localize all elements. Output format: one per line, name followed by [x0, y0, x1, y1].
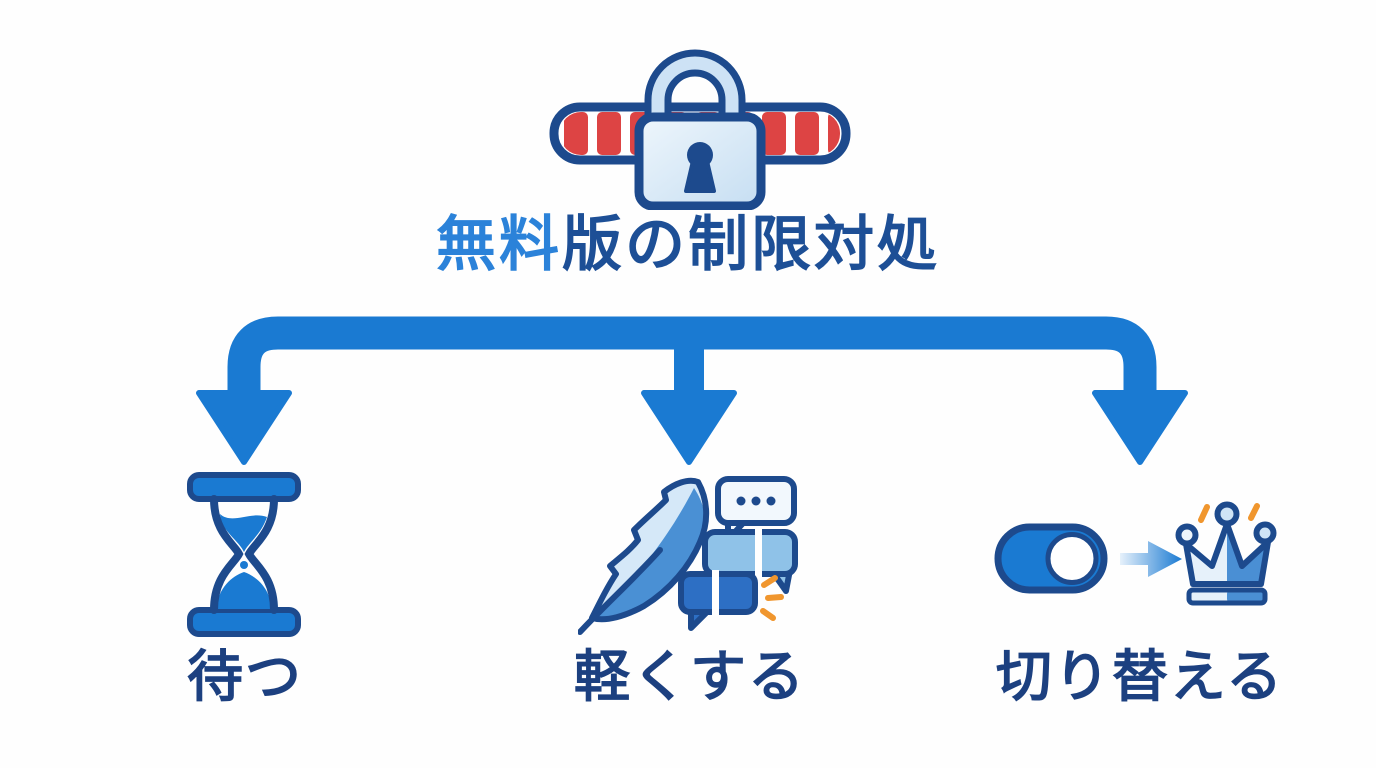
hourglass-icon: [187, 472, 301, 637]
branch-connector-arrows: [196, 316, 1188, 465]
crown-icon: [1175, 501, 1277, 606]
title-highlight: 無料: [436, 211, 562, 278]
emphasis-dashes: [760, 575, 784, 621]
lock-progress-icon: [549, 49, 851, 210]
page-title: 無料版の制限対処: [0, 212, 1376, 278]
feather-quill: [578, 477, 710, 635]
arrowhead-middle: [641, 390, 737, 465]
sparkle-dashes: [1198, 503, 1260, 523]
branch-label-switch: 切り替える: [995, 645, 1285, 708]
feather-chat-bubbles-icon: [578, 476, 798, 635]
arrowhead-right: [1092, 390, 1188, 465]
keyhole-icon: [684, 142, 716, 193]
branch-label-lighten: 軽くする: [574, 645, 806, 708]
chat-bubble-light: [702, 528, 798, 594]
toggle-switch-icon: [994, 523, 1108, 594]
chat-bubble-dark: [678, 570, 758, 631]
toggle-arrow-crown-icon: [994, 501, 1277, 606]
title-rest: 版の制限対処: [562, 211, 940, 278]
arrowhead-left: [196, 390, 292, 465]
right-arrow-icon: [1120, 541, 1182, 577]
lock-shackle: [644, 49, 746, 141]
branch-label-wait: 待つ: [187, 645, 303, 708]
